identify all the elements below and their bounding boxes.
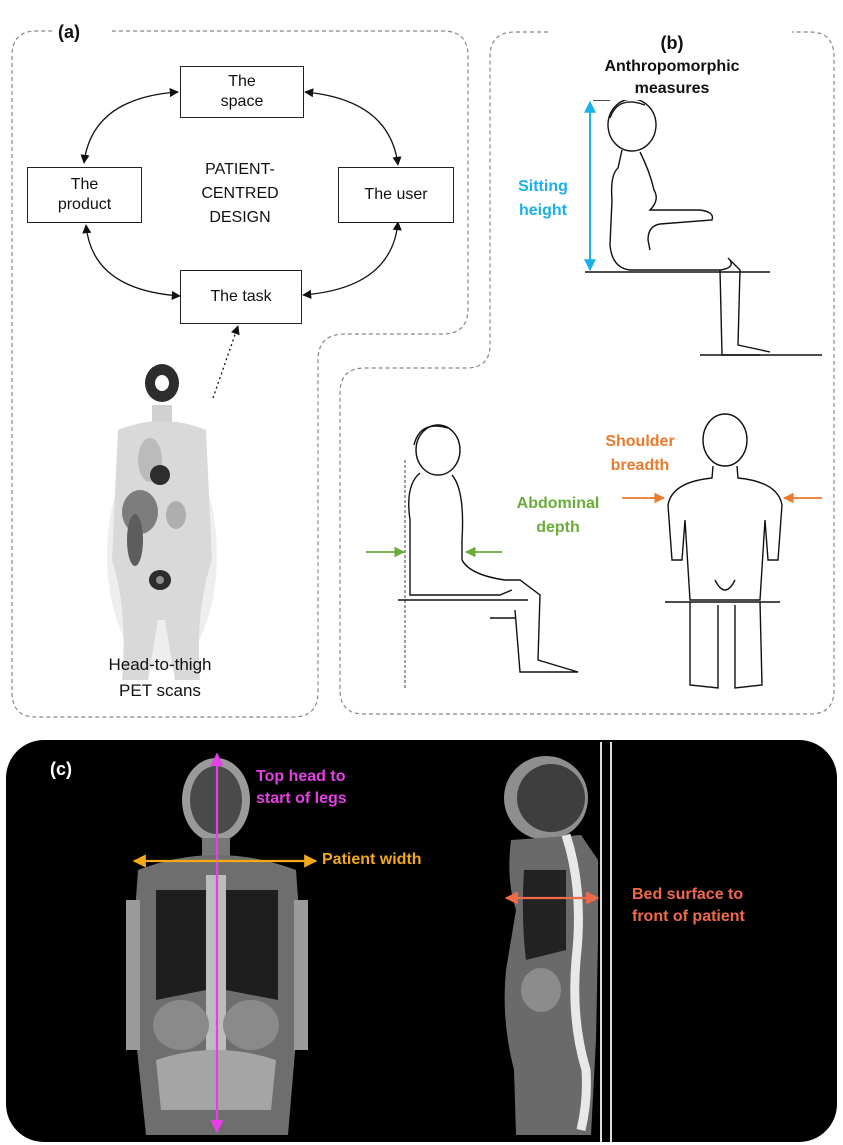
ct-scans [6,740,837,1142]
top-head-label: Top head to start of legs [256,766,347,810]
arc-product-space [84,92,178,163]
panel-b-title: (b) Anthropomorphic measures [552,10,792,100]
panel-c-label: (c) [50,758,72,780]
pet-scan-image [107,364,217,680]
box-the-product: The product [27,167,142,223]
panel-b-title-text: Anthropomorphic measures [604,58,739,97]
panel-b-label: (b) [661,33,684,53]
patient-centred-design-text: PATIENT- CENTRED DESIGN [170,158,310,230]
patient-width-label: Patient width [322,849,422,871]
sitting-figure-side [585,99,822,355]
arc-user-task [303,222,398,295]
box-the-user: The user [338,167,454,223]
seated-figure-side [398,425,578,690]
panel-a-outline [12,31,468,717]
box-the-space: The space [180,66,304,118]
pet-scan-caption: Head-to-thigh PET scans [70,652,250,704]
bed-surface-label: Bed surface to front of patient [632,884,745,928]
ct-sagittal-image [504,756,598,1135]
arc-task-product [86,225,180,296]
panel-a-label: (a) [52,22,86,43]
shoulder-breadth-label: Shoulder breadth [590,430,690,478]
abdominal-depth-label: Abdominal depth [508,492,608,540]
pet-task-arrow [213,326,238,398]
panel-c: (c) Top head to start of legs Patient wi… [6,740,837,1142]
sitting-height-label: Sitting height [508,175,578,223]
box-the-task: The task [180,270,302,324]
arc-space-user [305,92,398,165]
